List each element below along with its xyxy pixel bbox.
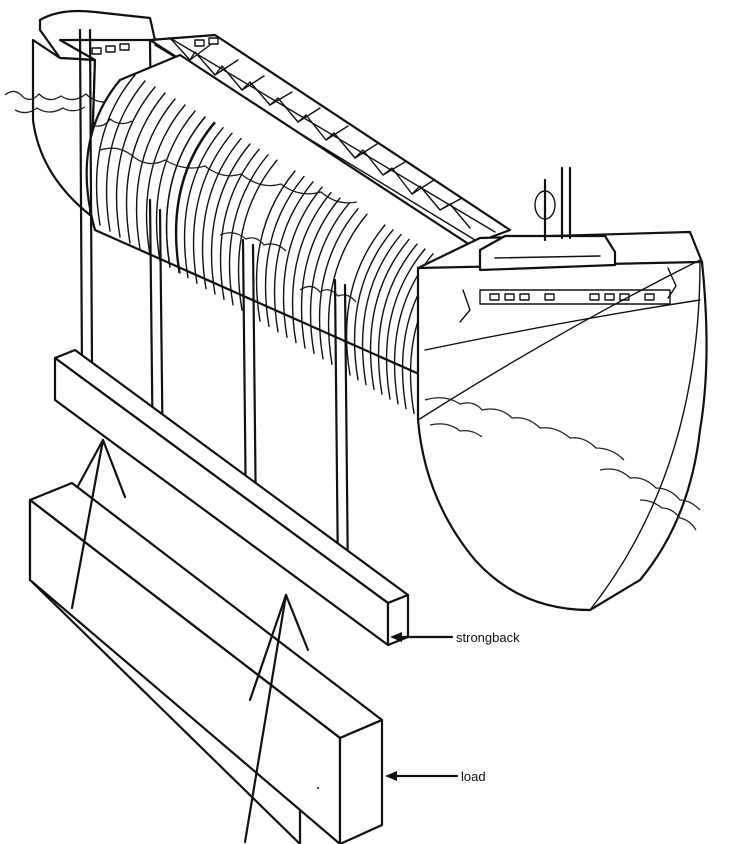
- ring-frame: [228, 154, 269, 306]
- ring-frame: [155, 110, 196, 262]
- ring-frame: [174, 121, 215, 274]
- ring-frame: [369, 238, 410, 391]
- label-strongback: strongback: [390, 630, 520, 645]
- load-label: load: [461, 769, 486, 784]
- ring-frame: [105, 80, 146, 232]
- ring-frame: [282, 186, 323, 338]
- ring-frame: [353, 229, 394, 381]
- ring-frame: [135, 98, 176, 250]
- ring-frame: [201, 137, 242, 290]
- label-load: load: [385, 769, 486, 784]
- ring-frame: [309, 202, 350, 355]
- ring-frame: [318, 208, 359, 360]
- ring-frame: [192, 132, 233, 284]
- ring-frame: [345, 224, 386, 376]
- ring-frame: [95, 74, 136, 226]
- slings: [70, 438, 310, 844]
- ring-frame: [264, 175, 305, 328]
- ring-frame: [255, 170, 296, 322]
- ring-frame: [115, 86, 156, 238]
- speck: [317, 787, 319, 789]
- ring-frame: [175, 122, 216, 274]
- strongback-label: strongback: [456, 630, 520, 645]
- ring-frame: [165, 116, 206, 268]
- ring-frame: [327, 213, 368, 365]
- ring-frame: [385, 248, 426, 400]
- lift-rods: [78, 28, 350, 586]
- cylinder-module: [85, 53, 472, 415]
- ring-frame: [300, 197, 341, 349]
- ring-frame: [273, 181, 314, 333]
- strongback-beam: [53, 348, 410, 647]
- ring-frame: [219, 148, 260, 301]
- arrow-icon: [390, 632, 402, 642]
- ring-frame: [361, 233, 402, 386]
- arrow-icon: [385, 771, 397, 781]
- ring-frame: [377, 243, 418, 395]
- near-hull: [416, 166, 708, 612]
- load-box: [28, 481, 384, 844]
- ring-frame: [210, 143, 251, 295]
- ring-frame: [291, 191, 332, 344]
- ring-frame: [237, 159, 278, 311]
- ring-frame: [183, 127, 224, 279]
- ring-frame: [125, 92, 166, 244]
- ring-frame: [145, 104, 186, 256]
